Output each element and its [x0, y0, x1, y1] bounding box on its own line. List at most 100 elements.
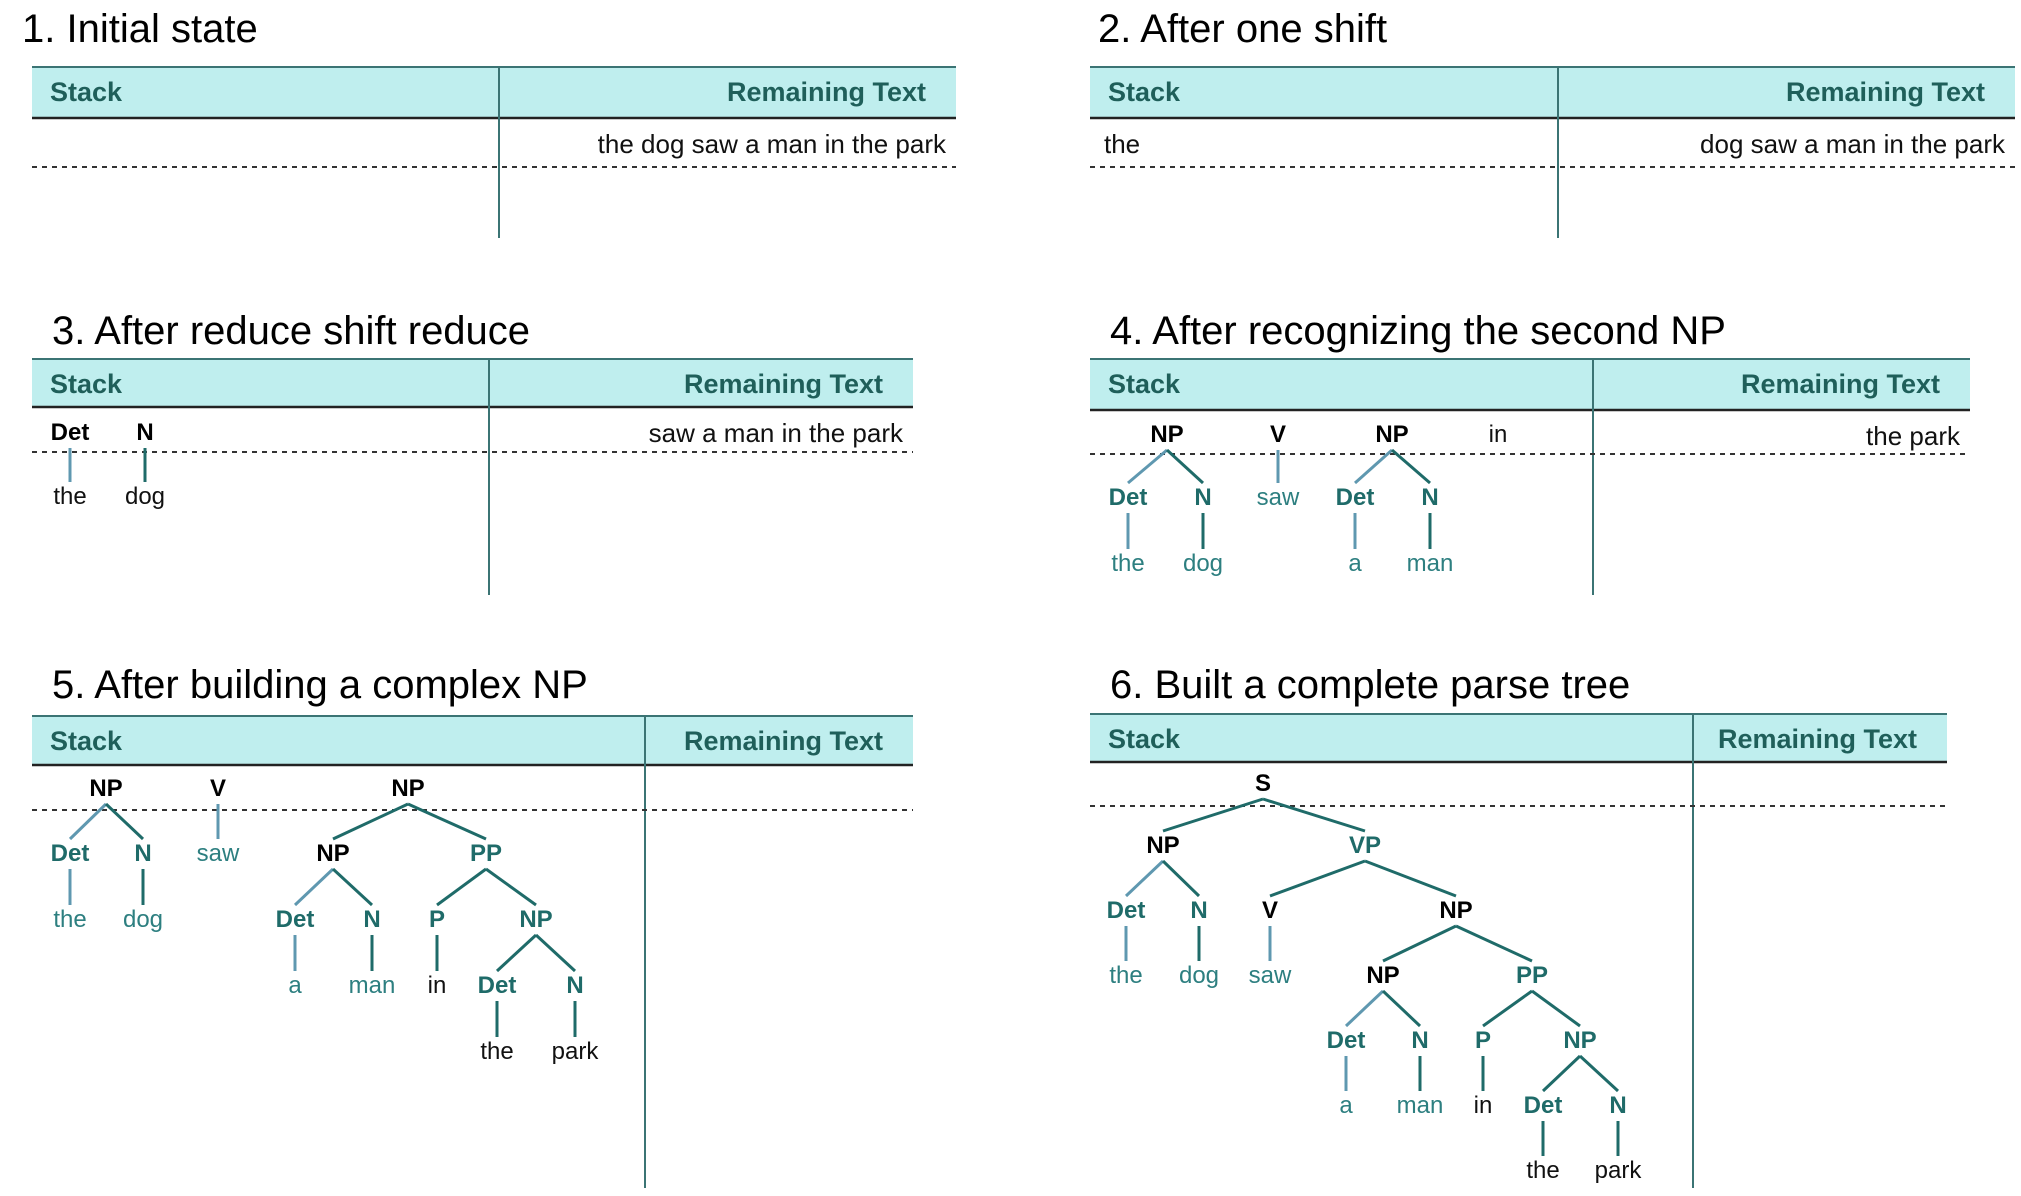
tree-node: Det	[1107, 897, 1146, 924]
table-header	[32, 67, 956, 118]
tree-word: the	[53, 483, 86, 510]
tree-node: V	[1262, 897, 1278, 924]
remaining-text: the dog saw a man in the park	[598, 129, 947, 159]
tree-node: Det	[1109, 484, 1148, 511]
tree-word: saw	[1249, 962, 1292, 989]
tree-word: a	[288, 972, 302, 999]
tree-word: in	[1489, 421, 1508, 448]
remaining-column-header: Remaining Text	[727, 77, 926, 107]
tree-node: N	[1194, 484, 1211, 511]
tree-node: Det	[1327, 1027, 1366, 1054]
tree-edge	[331, 867, 374, 907]
tree-word: man	[349, 972, 396, 999]
panel-5: 5. After building a complex NP Stack Remai…	[32, 663, 913, 1188]
tree-edge	[485, 867, 537, 907]
table-header	[32, 716, 913, 765]
tree-node: N	[1421, 484, 1438, 511]
tree-edge	[1127, 448, 1168, 485]
remaining-column-header: Remaining Text	[1741, 369, 1940, 399]
tree-node: Det	[478, 972, 517, 999]
tree-edge	[1382, 924, 1457, 963]
tree-edge	[1344, 989, 1385, 1028]
tree-node: P	[429, 906, 445, 933]
tree-edge	[1162, 797, 1264, 833]
remaining-column-header: Remaining Text	[1786, 77, 1985, 107]
stack-column-header: Stack	[50, 77, 123, 107]
table-header	[1090, 67, 2015, 118]
tree-node: NP	[1439, 897, 1472, 924]
tree-node: VP	[1349, 832, 1381, 859]
tree-edge	[1124, 859, 1165, 898]
stack-column-header: Stack	[1108, 369, 1181, 399]
tree-node: S	[1255, 770, 1271, 797]
tree-edge	[1381, 989, 1422, 1028]
table-header	[1090, 714, 1947, 762]
tree-edge	[1531, 989, 1581, 1028]
remaining-column-header: Remaining Text	[684, 369, 883, 399]
tree-node: NP	[1563, 1027, 1596, 1054]
stack-column-header: Stack	[50, 726, 123, 756]
remaining-column-header: Remaining Text	[1718, 724, 1917, 754]
panel-title: 6. Built a complete parse tree	[1110, 663, 1630, 707]
tree-node: N	[363, 906, 380, 933]
stack-word: the	[1104, 129, 1140, 159]
tree-edge	[1165, 448, 1205, 485]
panel-title: 5. After building a complex NP	[52, 663, 588, 707]
tree-edge	[1364, 859, 1457, 898]
tree-node: NP	[519, 906, 552, 933]
tree-edge	[68, 802, 108, 841]
tree-word: a	[1348, 550, 1362, 577]
tree-edge	[332, 802, 409, 841]
table-header	[32, 359, 913, 407]
tree-word: park	[1595, 1157, 1643, 1184]
tree-edge	[1482, 989, 1533, 1028]
table-header	[1090, 359, 1970, 410]
tree-edge	[293, 867, 335, 907]
panel-title: 3. After reduce shift reduce	[52, 309, 530, 353]
tree-node: NP	[316, 840, 349, 867]
tree-node: NP	[391, 775, 424, 802]
tree-word: dog	[125, 483, 165, 510]
remaining-column-header: Remaining Text	[684, 726, 883, 756]
remaining-text: dog saw a man in the park	[1700, 129, 2006, 159]
tree-word: park	[552, 1038, 600, 1065]
tree-node: Det	[1336, 484, 1375, 511]
tree-node: Det	[51, 419, 90, 446]
panel-title: 4. After recognizing the second NP	[1110, 309, 1726, 353]
tree-node: N	[1609, 1092, 1626, 1119]
tree-node: NP	[1146, 832, 1179, 859]
tree-edge	[407, 802, 487, 841]
tree-word: man	[1407, 550, 1454, 577]
tree-node: N	[134, 840, 151, 867]
tree-edge	[1578, 1054, 1620, 1093]
tree-edge	[1455, 924, 1533, 963]
stack-column-header: Stack	[1108, 77, 1181, 107]
tree-edge	[1354, 448, 1393, 485]
tree-word: in	[1474, 1092, 1493, 1119]
stack-column-header: Stack	[50, 369, 123, 399]
tree-node: Det	[1524, 1092, 1563, 1119]
tree-word: the	[1109, 962, 1142, 989]
tree-edge	[1161, 859, 1201, 898]
panel-4: 4. After recognizing the second NP Stack R…	[1090, 309, 1970, 595]
tree-edge	[1269, 859, 1366, 898]
tree-edge	[104, 802, 145, 841]
tree-edge	[1391, 448, 1431, 485]
panel-title: 2. After one shift	[1098, 7, 1387, 51]
tree-edge	[1541, 1054, 1582, 1093]
tree-node: NP	[89, 775, 122, 802]
tree-node: N	[566, 972, 583, 999]
tree-edge	[1262, 797, 1366, 833]
tree-edge	[436, 867, 487, 907]
tree-node: V	[1270, 421, 1286, 448]
tree-node: V	[210, 775, 226, 802]
stack-column-header: Stack	[1108, 724, 1181, 754]
tree-node: Det	[51, 840, 90, 867]
tree-word: dog	[1183, 550, 1223, 577]
tree-node: N	[1190, 897, 1207, 924]
